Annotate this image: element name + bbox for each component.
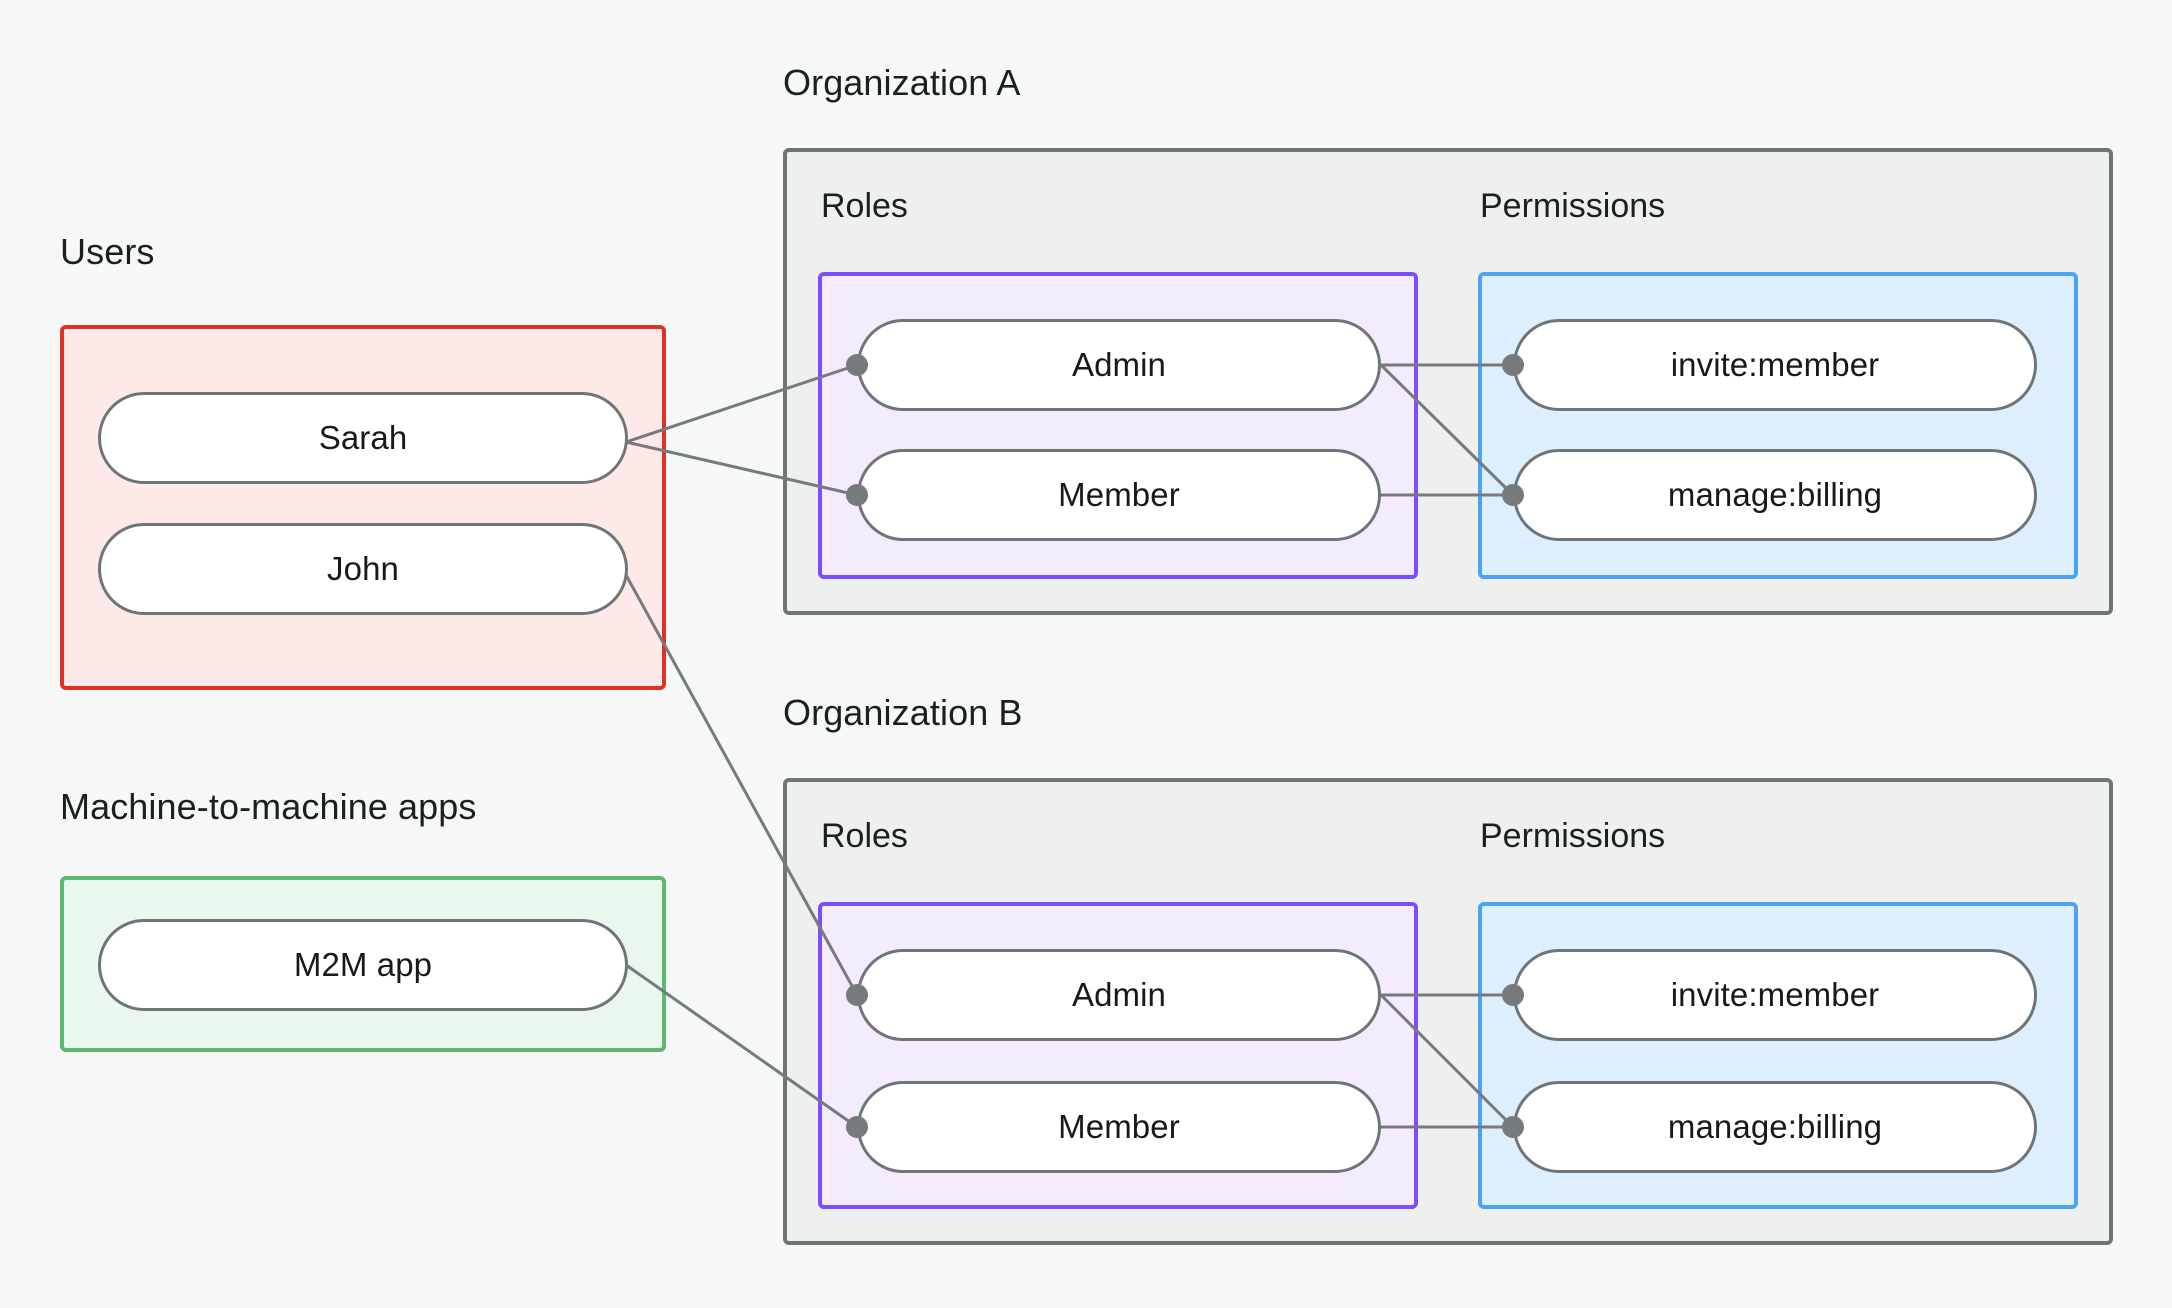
organization-a-roles-title: Roles [821, 187, 908, 225]
m2m-pill-app[interactable]: M2M app [98, 919, 628, 1011]
organization-b-title: Organization B [783, 692, 1023, 733]
organization-b-permissions-title: Permissions [1480, 817, 1666, 855]
orgA-role-pill-admin[interactable]: Admin [857, 319, 1381, 411]
users-group-box [60, 325, 666, 690]
orgB-permission-pill-invite-member[interactable]: invite:member [1513, 949, 2037, 1041]
orgA-permission-pill-manage-billing[interactable]: manage:billing [1513, 449, 2037, 541]
orgB-role-pill-member[interactable]: Member [857, 1081, 1381, 1173]
user-pill-sarah[interactable]: Sarah [98, 392, 628, 484]
user-pill-john[interactable]: John [98, 523, 628, 615]
orgB-permission-pill-manage-billing[interactable]: manage:billing [1513, 1081, 2037, 1173]
orgA-permission-pill-invite-member[interactable]: invite:member [1513, 319, 2037, 411]
orgB-role-pill-admin[interactable]: Admin [857, 949, 1381, 1041]
organization-b-roles-title: Roles [821, 817, 908, 855]
m2m-group-title: Machine-to-machine apps [60, 786, 477, 827]
orgA-role-pill-member[interactable]: Member [857, 449, 1381, 541]
users-group-title: Users [60, 231, 155, 272]
organization-a-permissions-title: Permissions [1480, 187, 1666, 225]
organization-a-title: Organization A [783, 62, 1021, 103]
